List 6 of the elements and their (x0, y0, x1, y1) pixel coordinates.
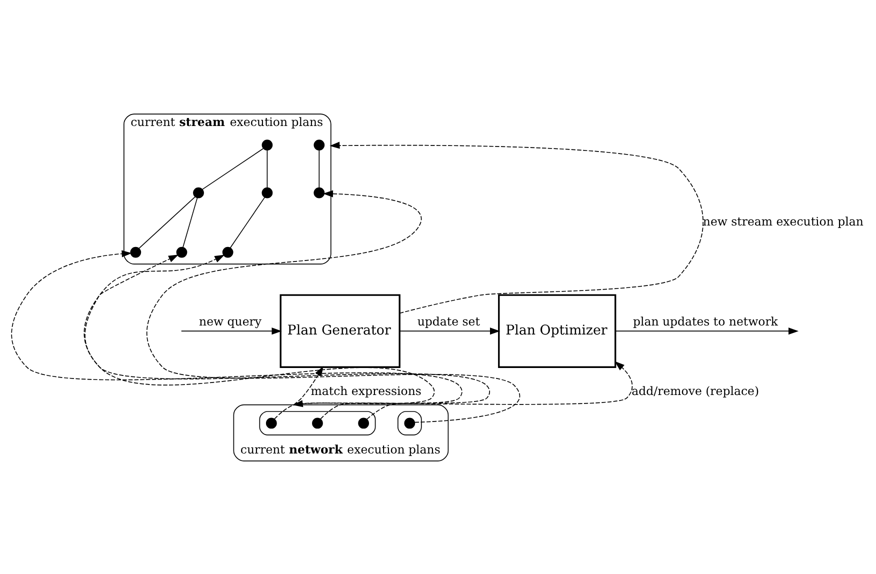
edge-label: update set (417, 314, 480, 328)
edge-label: new query (199, 314, 262, 328)
edge-label: add/remove (replace) (632, 383, 760, 398)
edge-label: new stream execution plan (702, 214, 864, 228)
edge-label: match expressions (310, 383, 422, 398)
edge-label: plan updates to network (633, 314, 778, 328)
